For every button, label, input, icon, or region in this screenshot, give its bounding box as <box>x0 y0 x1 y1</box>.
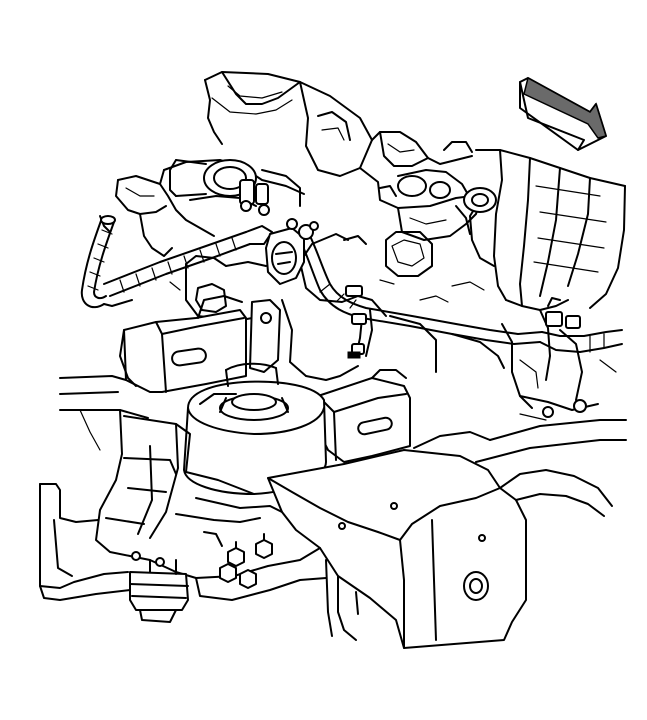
transmission-bellhousing <box>469 149 626 421</box>
coolant-hose <box>379 141 497 235</box>
nut-1 <box>227 541 245 567</box>
nut-2 <box>255 533 273 559</box>
engine-mount-bracket-left <box>119 295 281 393</box>
wiring-harness <box>295 227 623 369</box>
mount-nuts <box>131 531 273 589</box>
harness-clips <box>345 285 581 359</box>
direction-arrow <box>519 76 607 151</box>
starter-assembly <box>169 159 301 216</box>
engine-mount-bracket-right <box>317 369 411 463</box>
heater-hose-left <box>80 215 133 309</box>
nut-3 <box>219 563 237 583</box>
crossmember <box>59 375 627 601</box>
wiring-harness-connector <box>265 218 319 285</box>
frame-rail <box>267 449 527 649</box>
mount-isolator-lower <box>129 559 189 623</box>
engine-mount-insulator <box>183 362 327 495</box>
lower-subframe <box>39 483 131 601</box>
detail-lines <box>79 279 617 451</box>
nut-4 <box>239 569 257 589</box>
